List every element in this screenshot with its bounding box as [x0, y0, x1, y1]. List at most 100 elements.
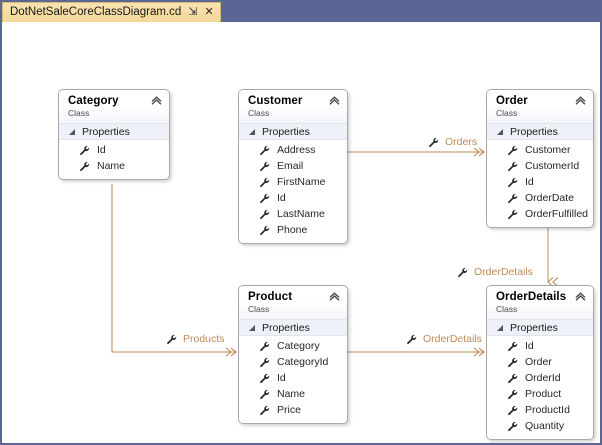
class-stereotype: Class	[496, 304, 518, 314]
property-row[interactable]: Address	[239, 142, 347, 158]
compartment-header-properties[interactable]: Properties	[59, 123, 169, 140]
property-name: Customer	[525, 143, 571, 156]
property-name: LastName	[277, 207, 325, 220]
wrench-icon	[167, 334, 177, 344]
expander-triangle-icon[interactable]	[496, 324, 504, 332]
property-name: ProductId	[525, 403, 570, 416]
wrench-icon	[458, 267, 468, 277]
tab-dotnetsalecoreclassdiagram[interactable]: DotNetSaleCoreClassDiagram.cd ⇲ ✕	[2, 2, 221, 22]
property-name: Id	[277, 191, 286, 204]
property-row[interactable]: Id	[239, 370, 347, 386]
property-name: CustomerId	[525, 159, 580, 172]
wrench-icon	[508, 161, 518, 171]
property-row[interactable]: Order	[487, 354, 593, 370]
compartment-label: Properties	[262, 321, 310, 334]
wrench-icon	[260, 341, 270, 351]
property-row[interactable]: Email	[239, 158, 347, 174]
association-label-orderdetails-from-product[interactable]: OrderDetails	[406, 333, 482, 345]
compartment-label: Properties	[82, 125, 130, 138]
property-name: Id	[97, 143, 106, 156]
property-row[interactable]: CategoryId	[239, 354, 347, 370]
property-row[interactable]: CustomerId	[487, 158, 593, 174]
wrench-icon	[260, 145, 270, 155]
property-row[interactable]: Id	[59, 142, 169, 158]
property-name: CategoryId	[277, 355, 329, 368]
property-row[interactable]: Name	[239, 386, 347, 402]
collapse-chevron-icon[interactable]	[328, 291, 341, 302]
class-stereotype: Class	[248, 108, 270, 118]
compartment-header-properties[interactable]: Properties	[487, 319, 593, 336]
wrench-icon	[508, 357, 518, 367]
expander-triangle-icon[interactable]	[248, 128, 256, 136]
close-tab-icon[interactable]: ✕	[204, 6, 214, 18]
class-stereotype: Class	[248, 304, 270, 314]
collapse-chevron-icon[interactable]	[574, 291, 587, 302]
wrench-icon	[260, 373, 270, 383]
compartment-header-properties[interactable]: Properties	[487, 123, 593, 140]
expander-triangle-icon[interactable]	[496, 128, 504, 136]
property-row[interactable]: Price	[239, 402, 347, 418]
class-name: Category	[68, 95, 119, 107]
wrench-icon	[260, 389, 270, 399]
class-name: Order	[496, 95, 528, 107]
wrench-icon	[508, 373, 518, 383]
expander-triangle-icon[interactable]	[248, 324, 256, 332]
compartment-label: Properties	[510, 125, 558, 138]
property-row[interactable]: OrderId	[487, 370, 593, 386]
property-row[interactable]: Quantity	[487, 418, 593, 434]
property-row[interactable]: Phone	[239, 222, 347, 238]
wrench-icon	[260, 177, 270, 187]
property-row[interactable]: Name	[59, 158, 169, 174]
property-row[interactable]: Category	[239, 338, 347, 354]
expander-triangle-icon[interactable]	[68, 128, 76, 136]
association-label-orders[interactable]: Orders	[428, 136, 477, 148]
class-stereotype: Class	[496, 108, 518, 118]
property-row[interactable]: Id	[239, 190, 347, 206]
pin-tab-icon[interactable]: ⇲	[188, 6, 198, 18]
property-row[interactable]: OrderDate	[487, 190, 593, 206]
compartment-header-properties[interactable]: Properties	[239, 319, 347, 336]
collapse-chevron-icon[interactable]	[328, 95, 341, 106]
property-name: Quantity	[525, 419, 565, 432]
wrench-icon	[80, 145, 90, 155]
property-name: Phone	[277, 223, 308, 236]
property-row[interactable]: Id	[487, 174, 593, 190]
wrench-icon	[260, 161, 270, 171]
property-row[interactable]: OrderFulfilled	[487, 206, 593, 222]
wrench-icon	[508, 177, 518, 187]
property-row[interactable]: Customer	[487, 142, 593, 158]
compartment-label: Properties	[262, 125, 310, 138]
association-label-orderdetails-from-order[interactable]: OrderDetails	[457, 266, 533, 278]
collapse-chevron-icon[interactable]	[574, 95, 587, 106]
wrench-icon	[80, 161, 90, 171]
property-name: Name	[277, 387, 306, 400]
property-row[interactable]: Id	[487, 338, 593, 354]
property-row[interactable]: ProductId	[487, 402, 593, 418]
property-row[interactable]: LastName	[239, 206, 347, 222]
diagram-canvas[interactable]: Orders OrderDetails Products OrderDetail…	[0, 22, 602, 445]
association-label-text: Orders	[445, 136, 478, 148]
wrench-icon	[508, 421, 518, 431]
compartment-header-properties[interactable]: Properties	[239, 123, 347, 140]
wrench-icon	[260, 405, 270, 415]
association-label-products[interactable]: Products	[166, 333, 224, 345]
collapse-chevron-icon[interactable]	[150, 95, 163, 106]
property-row[interactable]: FirstName	[239, 174, 347, 190]
property-row[interactable]: Product	[487, 386, 593, 402]
wrench-icon	[508, 209, 518, 219]
